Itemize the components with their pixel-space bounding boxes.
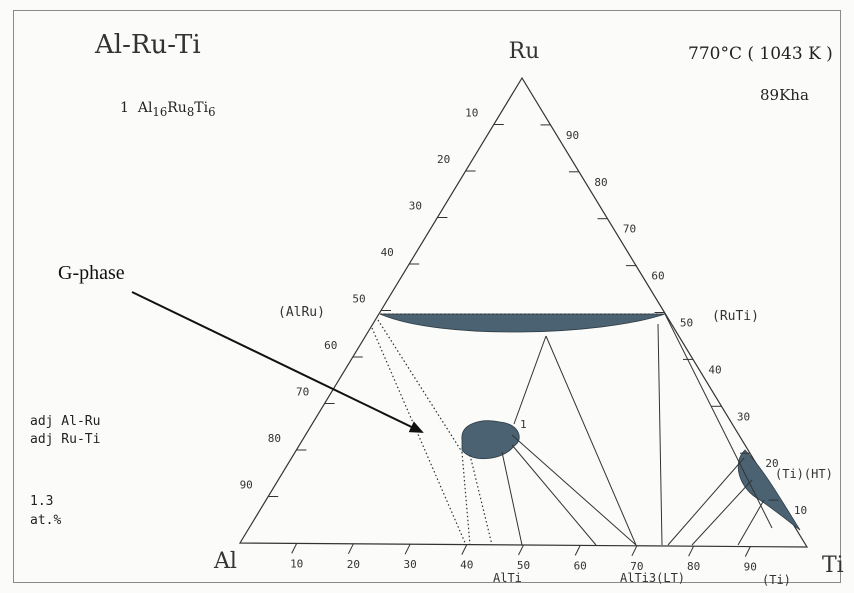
right-edge-tick-label: 50 xyxy=(680,317,693,330)
right-edge-tick-label: 70 xyxy=(623,223,636,236)
phase-formula: Al16Ru8Ti6 xyxy=(137,100,216,119)
corner-label-al: Al xyxy=(213,549,237,574)
dotted-boundary xyxy=(377,319,463,453)
bottom-edge-tick xyxy=(404,543,411,555)
bottom-edge-tick-label: 50 xyxy=(517,559,530,572)
g-phase-annotation: G-phase xyxy=(58,262,125,284)
tie-line xyxy=(545,335,637,546)
bottom-edge-tick xyxy=(744,546,751,557)
left-edge-tick-label: 90 xyxy=(240,479,253,492)
left-edge-tick-label: 50 xyxy=(352,293,365,306)
phase-label-alru: (AlRu) xyxy=(278,305,325,320)
bottom-edge-tick-label: 40 xyxy=(460,559,473,572)
adj-ru-ti-label: adj Ru-Ti xyxy=(30,432,101,447)
bottom-edge-tick xyxy=(631,545,638,557)
left-edge-tick-label: 30 xyxy=(409,200,422,213)
dotted-boundary xyxy=(461,451,471,546)
diagram-border xyxy=(13,10,841,583)
right-edge-tick-label: 10 xyxy=(794,504,807,517)
tie-line xyxy=(691,479,753,546)
bottom-edge-tick-label: 30 xyxy=(403,558,416,571)
composition-value: 1.3 xyxy=(30,494,54,509)
phase-list-entry: 1 Al16Ru8Ti6 xyxy=(120,100,216,119)
bottom-edge-tick xyxy=(574,545,581,556)
axis-tick-labels: 10 20 30 40 50 60 70 80 90 90 80 70 60 50 40 30 20 10 10 20… xyxy=(240,107,808,574)
phase-label-ruti: (RuTi) xyxy=(712,309,759,324)
right-edge-tick-label: 60 xyxy=(651,270,664,283)
tie-line xyxy=(511,444,597,546)
bottom-edge-tick-label: 80 xyxy=(687,560,700,573)
phase-label-alti: AlTi xyxy=(493,571,522,585)
bottom-edge-tick xyxy=(688,545,695,557)
dotted-boundary xyxy=(371,327,467,546)
phase-number: 1 xyxy=(120,100,129,116)
bottom-edge-tick-label: 20 xyxy=(347,558,360,571)
bottom-edge-tick-label: 70 xyxy=(630,560,643,573)
bottom-edge-tick xyxy=(347,543,354,555)
phase-label-alti3-lt: AlTi3(LT) xyxy=(620,571,685,585)
tie-line xyxy=(513,335,547,425)
phase-label-ti-ht: (Ti)(HT) xyxy=(775,467,833,481)
left-edge-tick-label: 40 xyxy=(381,246,394,259)
right-edge-tick-label: 90 xyxy=(566,129,579,142)
bottom-edge-tick xyxy=(461,544,468,555)
duration-label: 89Kha xyxy=(760,86,809,104)
composition-unit: at.% xyxy=(30,513,62,528)
right-edge-tick-label: 30 xyxy=(737,410,750,423)
bottom-edge-tick-label: 10 xyxy=(290,557,303,570)
tie-line xyxy=(501,451,523,546)
tie-line xyxy=(667,457,745,546)
right-edge-tick-label: 80 xyxy=(594,176,607,189)
left-edge-tick-label: 20 xyxy=(437,153,450,166)
ru-al-ru-ti-band xyxy=(379,313,666,333)
bottom-edge-tick xyxy=(291,543,298,554)
tie-line xyxy=(511,434,637,546)
left-edge-tick-label: 60 xyxy=(324,339,337,352)
corner-label-ti: Ti xyxy=(822,553,844,578)
axis-ticks xyxy=(268,124,779,557)
left-edge-tick-label: 70 xyxy=(296,386,309,399)
right-edge-tick-label: 40 xyxy=(708,363,721,376)
left-edge-tick-label: 10 xyxy=(465,107,478,120)
tie-line xyxy=(737,499,765,546)
ti-ht-region xyxy=(737,449,801,531)
dotted-boundary xyxy=(469,454,493,546)
tie-line xyxy=(664,313,773,529)
left-edge-tick-label: 80 xyxy=(268,432,281,445)
adj-al-ru-label: adj Al-Ru xyxy=(30,414,101,429)
corner-label-ru: Ru xyxy=(509,39,540,64)
phase-label-ti: (Ti) xyxy=(762,573,791,587)
temperature-label: 770°C ( 1043 K ) xyxy=(688,44,833,64)
bottom-edge-tick-label: 60 xyxy=(574,559,587,572)
g-phase-arrow xyxy=(131,291,424,433)
tie-line xyxy=(657,323,663,546)
bottom-edge-tick-label: 90 xyxy=(744,561,757,574)
bottom-edge-tick xyxy=(518,544,524,556)
right-edge-tick-label: 20 xyxy=(765,457,778,470)
diagram-title: Al-Ru-Ti xyxy=(95,30,201,60)
g-phase-region xyxy=(461,420,520,460)
g-phase-marker: 1 xyxy=(520,418,527,431)
